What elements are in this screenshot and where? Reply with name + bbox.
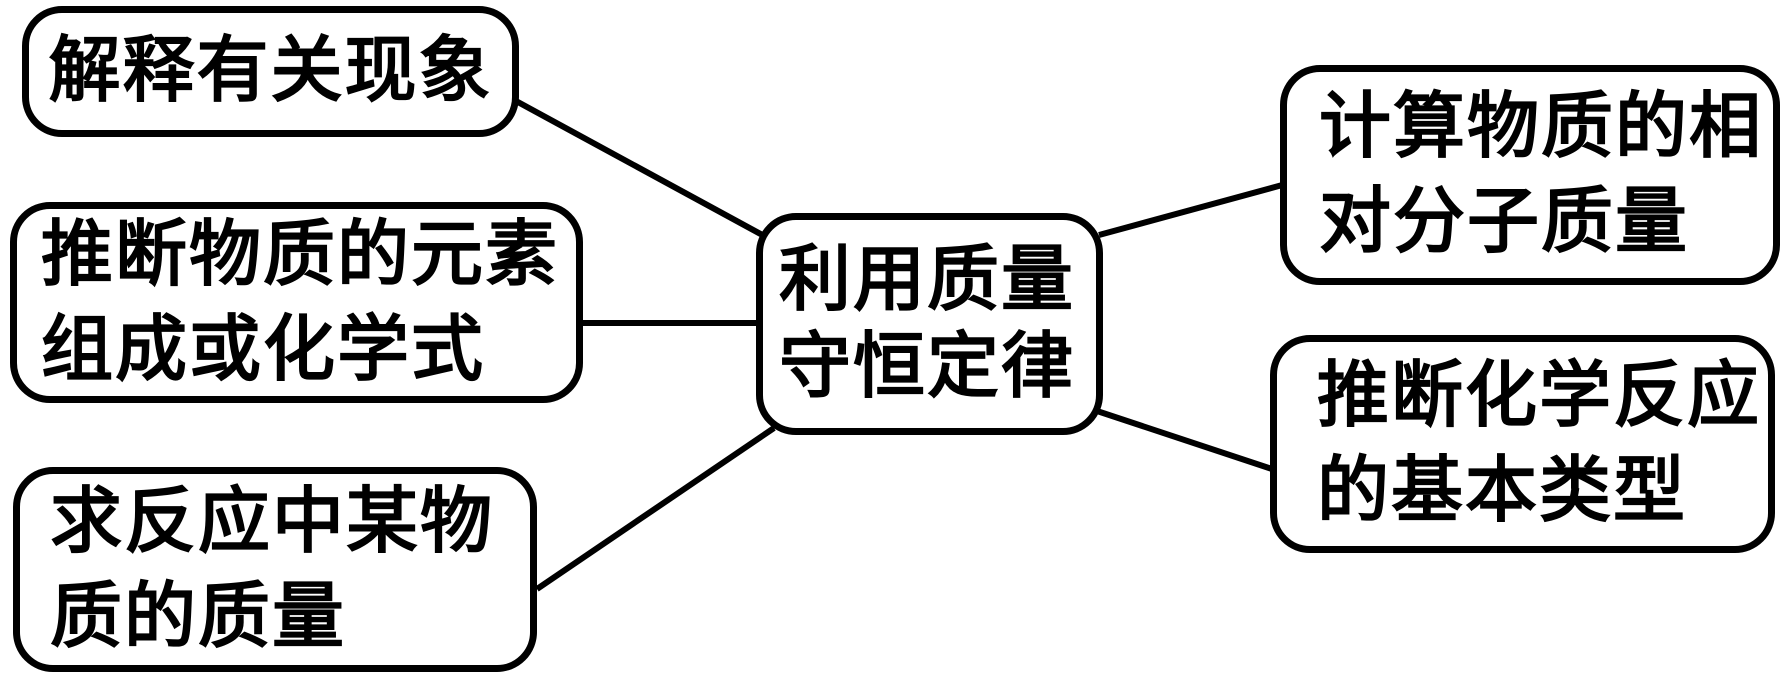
node-infer-element-composition-line1: 推断物质的元素	[41, 214, 560, 295]
connector-center-to-reaction	[1096, 408, 1273, 472]
connector-center-to-molar-mass	[1098, 181, 1287, 238]
node-find-substance-mass-line1: 求反应中某物	[50, 481, 495, 562]
node-infer-element-composition-line2: 组成或化学式	[41, 309, 486, 390]
node-center-line1: 利用质量	[779, 240, 1076, 320]
connector-mass-to-center	[535, 425, 776, 592]
connector-explain-to-center	[514, 98, 770, 241]
node-infer-reaction-type-line2: 的基本类型	[1317, 451, 1688, 531]
node-infer-reaction-type: 推断化学反应 的基本类型	[1270, 335, 1775, 553]
node-explain-phenomena-label: 解释有关现象	[48, 31, 493, 111]
node-calc-relative-molecular-mass-line1: 计算物质的相	[1319, 87, 1764, 167]
node-center-mass-conservation-law: 利用质量 守恒定律	[756, 213, 1103, 435]
node-explain-phenomena: 解释有关现象	[22, 6, 519, 137]
node-find-substance-mass-line2: 质的质量	[50, 576, 347, 657]
node-infer-element-composition: 推断物质的元素 组成或化学式	[10, 202, 583, 403]
node-calc-relative-molecular-mass: 计算物质的相 对分子质量	[1280, 65, 1780, 285]
node-calc-relative-molecular-mass-line2: 对分子质量	[1319, 182, 1690, 262]
node-infer-reaction-type-line1: 推断化学反应	[1317, 356, 1762, 436]
node-find-substance-mass: 求反应中某物 质的质量	[13, 467, 537, 672]
node-center-line2: 守恒定律	[779, 327, 1076, 407]
